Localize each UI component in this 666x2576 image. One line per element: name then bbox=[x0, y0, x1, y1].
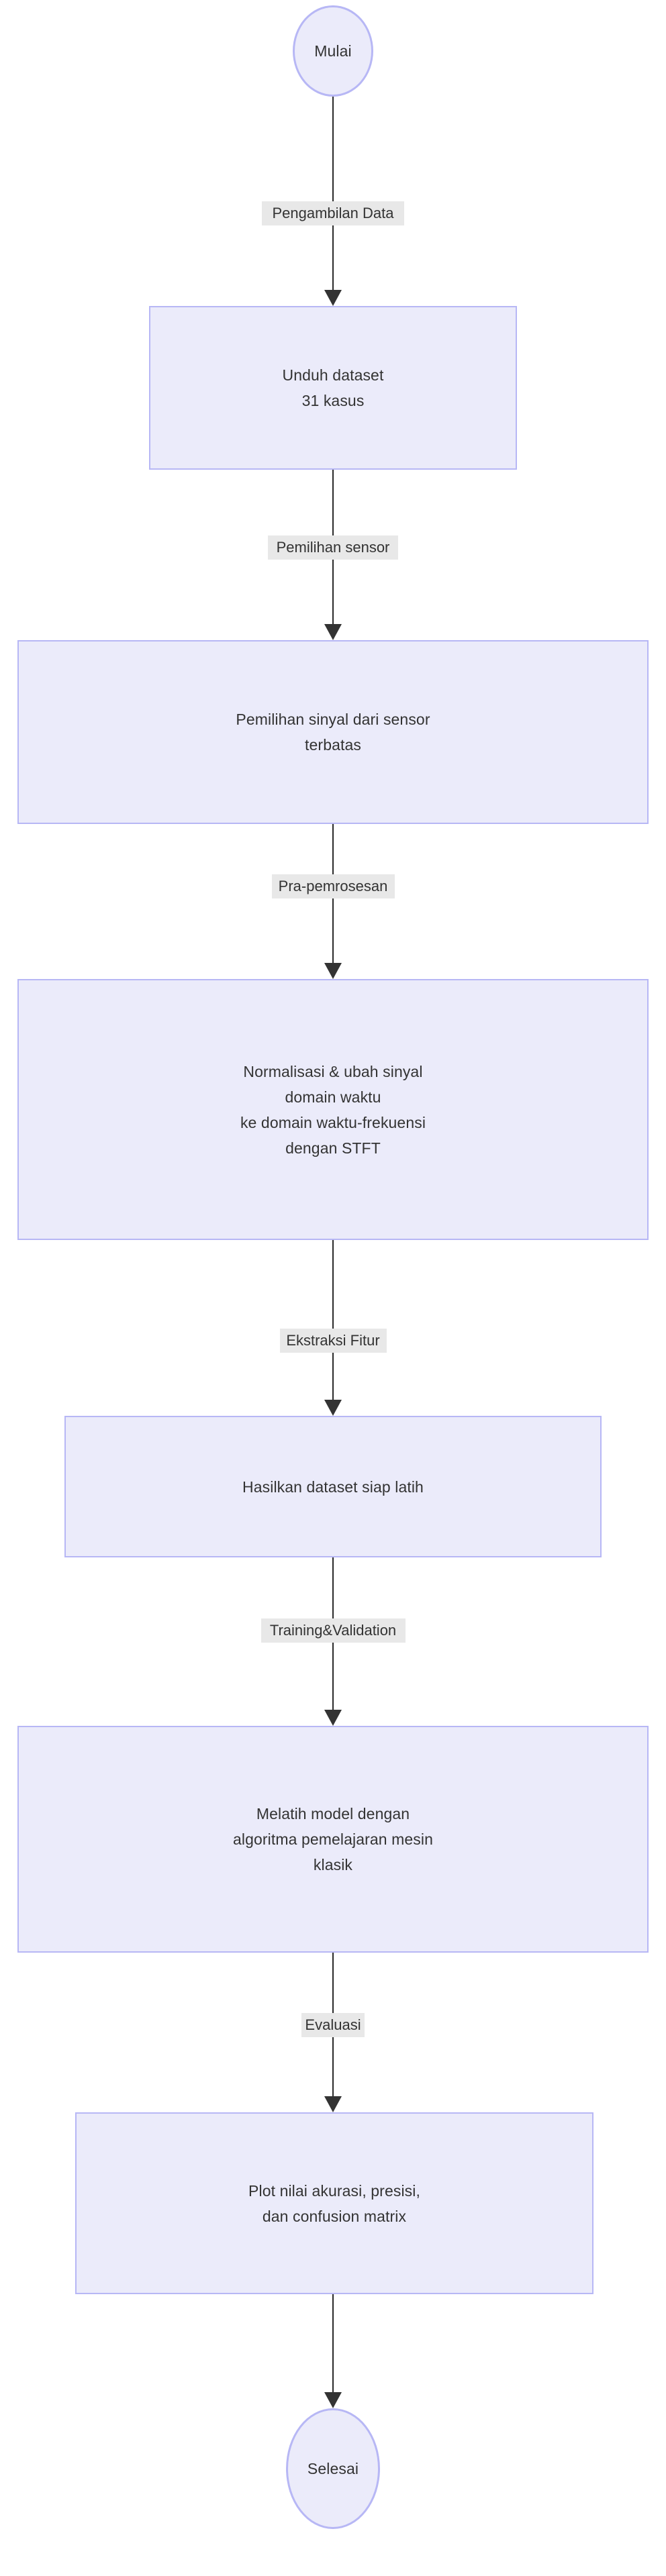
edge-label-evaluasi: Evaluasi bbox=[301, 2013, 365, 2037]
node-hasilkan-dataset-label: Hasilkan dataset siap latih bbox=[242, 1478, 424, 1496]
edge-plot-to-end bbox=[324, 2294, 342, 2408]
edge-label-pra-pemrosesan: Pra-pemrosesan bbox=[271, 874, 395, 898]
node-hasilkan-dataset[interactable]: Hasilkan dataset siap latih bbox=[64, 1416, 602, 1557]
node-plot-metrik-label: Plot nilai akurasi, presisi, dan confusi… bbox=[248, 2181, 420, 2225]
edge-label-text: Training&Validation bbox=[269, 1622, 397, 1639]
node-normalisasi-stft-label: Normalisasi & ubah sinyal domain waktu k… bbox=[240, 1062, 426, 1157]
edge-label-ekstraksi-fitur: Ekstraksi Fitur bbox=[279, 1329, 387, 1353]
node-melatih-model-label: Melatih model dengan algoritma pemelajar… bbox=[232, 1805, 433, 1873]
node-pemilihan-sinyal-label: Pemilihan sinyal dari sensor terbatas bbox=[236, 711, 430, 754]
node-plot-metrik[interactable]: Plot nilai akurasi, presisi, dan confusi… bbox=[75, 2112, 593, 2294]
edge-label-training-validation: Training&Validation bbox=[260, 1618, 406, 1643]
node-start[interactable]: Mulai bbox=[293, 5, 373, 97]
edge-label-text: Pengambilan Data bbox=[272, 205, 394, 221]
node-normalisasi-stft[interactable]: Normalisasi & ubah sinyal domain waktu k… bbox=[17, 979, 649, 1240]
edge-label-text: Evaluasi bbox=[305, 2016, 361, 2033]
node-melatih-model[interactable]: Melatih model dengan algoritma pemelajar… bbox=[17, 1726, 649, 1953]
edge-label-text: Pemilihan sensor bbox=[276, 539, 390, 556]
edge-label-pengambilan-data: Pengambilan Data bbox=[262, 201, 404, 225]
node-end[interactable]: Selesai bbox=[286, 2408, 380, 2529]
edge-label-text: Pra-pemrosesan bbox=[278, 878, 388, 894]
node-unduh-dataset-label: Unduh dataset 31 kasus bbox=[282, 366, 384, 409]
node-start-label: Mulai bbox=[314, 42, 352, 60]
node-pemilihan-sinyal[interactable]: Pemilihan sinyal dari sensor terbatas bbox=[17, 640, 649, 824]
edge-label-pemilihan-sensor: Pemilihan sensor bbox=[268, 535, 398, 560]
edge-pemilihan-to-normalisasi bbox=[324, 824, 342, 979]
node-end-label: Selesai bbox=[307, 2460, 359, 2477]
node-unduh-dataset[interactable]: Unduh dataset 31 kasus bbox=[149, 306, 517, 470]
edge-label-text: Ekstraksi Fitur bbox=[286, 1332, 380, 1349]
edge-normalisasi-to-hasilkan bbox=[324, 1240, 342, 1416]
